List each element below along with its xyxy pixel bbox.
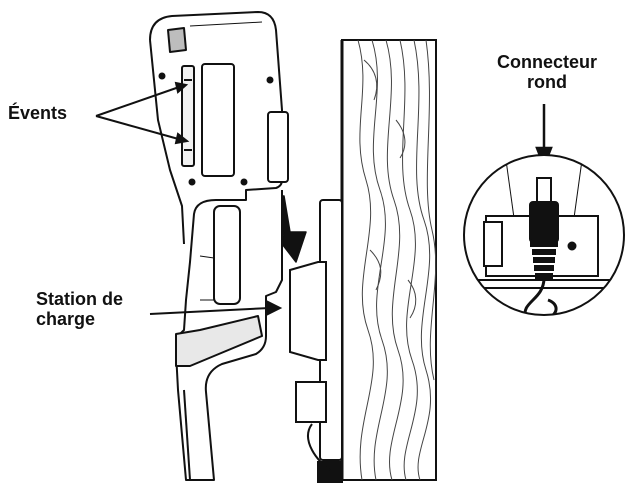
round-connector-label-line2: rond [527, 72, 567, 92]
wood-grain [357, 39, 437, 481]
vacuum-body [149, 11, 289, 481]
charging-station-label: Station de charge [36, 289, 123, 329]
round-connector-label-line1: Connecteur [496, 52, 597, 72]
connector-magnifier [463, 154, 625, 316]
wooden-wall [340, 39, 437, 481]
charging-station-label-line2: charge [36, 309, 96, 329]
vents-pointer-lines [95, 81, 190, 145]
vents-label: Évents [8, 103, 68, 123]
charging-station [289, 199, 343, 483]
round-connector-label: Connecteur rond [477, 52, 617, 92]
station-pointer-line [149, 300, 283, 316]
charging-station-label-line1: Station de [36, 289, 124, 309]
